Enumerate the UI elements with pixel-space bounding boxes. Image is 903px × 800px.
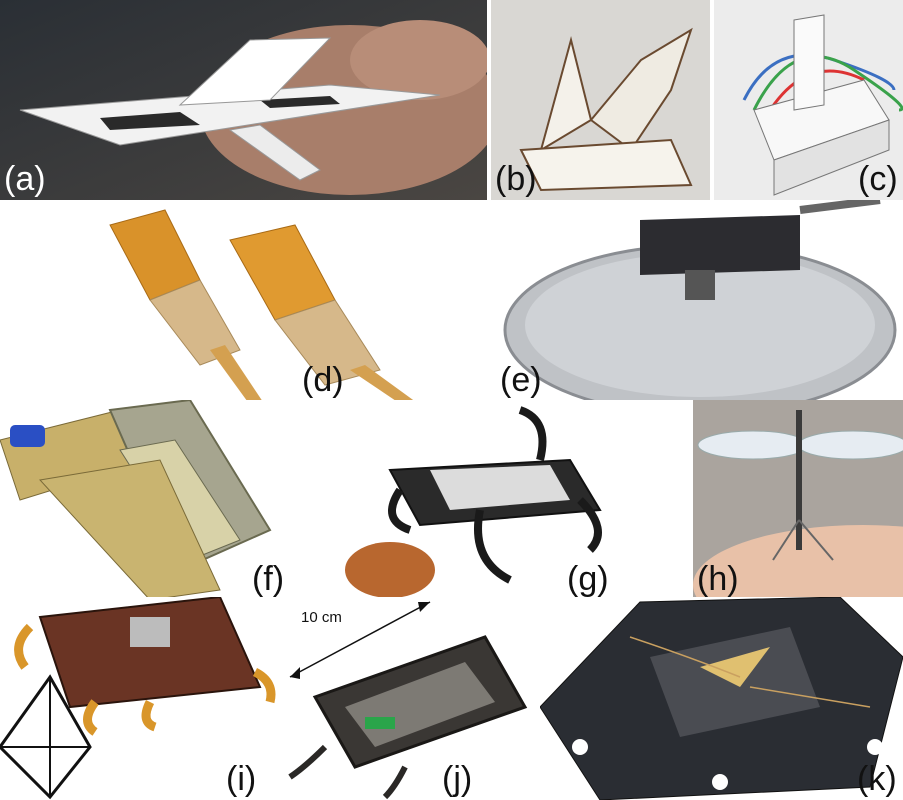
panel-h-photo: (h) <box>693 400 903 600</box>
panel-g-label: (g) <box>567 560 609 598</box>
panel-k-label: (k) <box>857 760 897 798</box>
panel-g-photo: (g) <box>340 400 630 600</box>
scale-bar-label: 10 cm <box>301 609 342 626</box>
panel-a-photo: (a) <box>0 0 487 200</box>
panel-e-photo: (e) <box>500 200 903 400</box>
scale-bar <box>289 601 431 678</box>
panel-k-photo: (k) <box>540 597 903 800</box>
panel-a-label: (a) <box>4 160 46 198</box>
panel-f-label: (f) <box>252 560 285 598</box>
panel-b-photo: (b) <box>491 0 710 200</box>
panel-i-photo: (i) <box>0 597 290 800</box>
panel-d-label: (d) <box>302 361 344 399</box>
panel-b-label: (b) <box>495 160 537 198</box>
panel-d-photo: (d) <box>90 200 500 405</box>
panel-h-label: (h) <box>697 560 739 598</box>
panel-f-photo: (f) <box>0 400 300 600</box>
panel-c-label: (c) <box>858 160 898 198</box>
panel-j-photo: 10 cm (j) <box>285 597 540 800</box>
panel-e-label: (e) <box>500 361 542 399</box>
panel-j-label: (j) <box>442 760 473 798</box>
panel-c-photo: (c) <box>714 0 903 200</box>
panel-i-label: (i) <box>226 760 257 798</box>
